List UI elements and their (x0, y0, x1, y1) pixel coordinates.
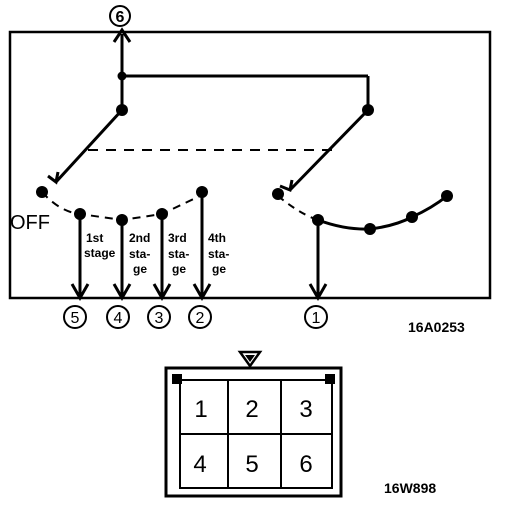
terminal-6-text: 6 (116, 9, 125, 26)
terminal-1-text: 1 (312, 310, 321, 327)
off-label: OFF (10, 212, 50, 234)
right-contact-arc (317, 194, 448, 231)
terminal-2-text: 2 (196, 310, 205, 327)
diagram-frame (8, 30, 492, 300)
stage1-line2: stage (84, 246, 116, 260)
connector: 1 2 3 4 5 6 (164, 350, 343, 498)
stage3-line3: ge (172, 262, 186, 276)
stage2-line1: 2nd (129, 231, 150, 245)
connector-code: 16W898 (384, 480, 436, 496)
left-contact-arc (41, 191, 203, 222)
terminal-5-text: 5 (71, 310, 80, 327)
connector-pin-3: 3 (299, 396, 312, 423)
stage2-line3: ge (133, 262, 147, 276)
right-contact-dash (277, 195, 319, 221)
stage3-line1: 3rd (168, 231, 187, 245)
connector-pin-2: 2 (245, 396, 258, 423)
contact-dots (36, 71, 453, 235)
terminal-labels: 5 4 3 2 1 (63, 305, 328, 329)
stage4-line3: ge (212, 262, 226, 276)
terminal-6-wiring (112, 27, 370, 110)
diagram-code: 16A0253 (408, 319, 465, 335)
connector-pin-4: 4 (193, 451, 206, 478)
stage4-line1: 4th (208, 231, 226, 245)
stage1-line1: 1st (86, 231, 103, 245)
connector-pin-1: 1 (194, 396, 207, 423)
stage-wires (70, 192, 328, 302)
terminal-3-text: 3 (155, 310, 164, 327)
terminal-6-label: 6 (109, 5, 131, 27)
connector-pin-6: 6 (299, 451, 312, 478)
stage4-line2: sta- (208, 247, 229, 261)
connector-pin-5: 5 (245, 451, 258, 478)
terminal-4-text: 4 (114, 310, 123, 327)
stage3-line2: sta- (168, 247, 189, 261)
connector-housing (164, 366, 343, 498)
stage2-line2: sta- (129, 247, 150, 261)
stage-labels: 1st stage 2nd sta- ge 3rd sta- ge 4th st… (84, 231, 229, 276)
